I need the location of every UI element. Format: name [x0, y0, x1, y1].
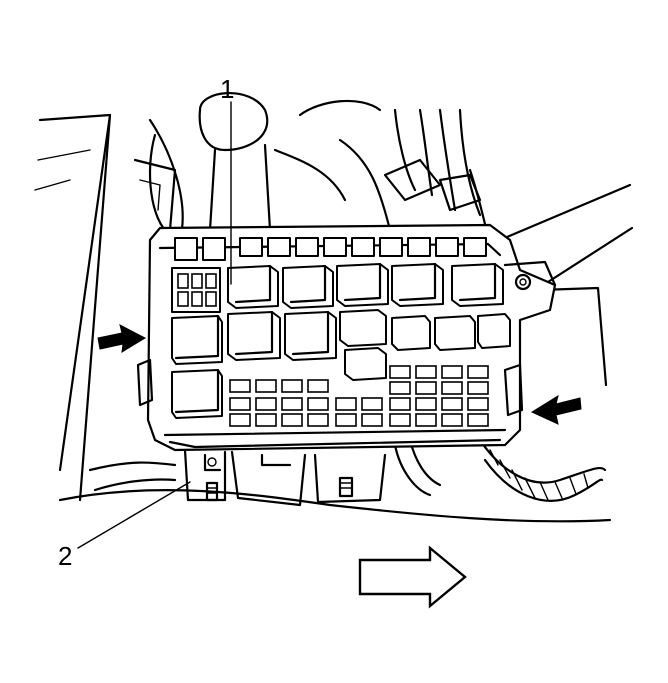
callout-2: 2: [58, 481, 191, 571]
mounting-bracket: [183, 448, 387, 507]
top-connector-row: [174, 237, 487, 261]
solid-arrow-icon: [97, 324, 147, 353]
callout-label-1: 1: [220, 74, 234, 104]
solid-arrow-icon: [530, 394, 582, 425]
lower-structure: [58, 461, 612, 523]
callout-1: 1: [220, 74, 234, 285]
wiring-harness: [393, 438, 607, 502]
callout-label-2: 2: [58, 541, 72, 571]
outline-arrow-icon: [358, 545, 467, 609]
relays: [171, 262, 511, 419]
background-structure: [34, 92, 634, 502]
left-mini-fuses: [171, 267, 221, 313]
mini-fuse-grid: [229, 365, 489, 427]
insertion-arrows: [97, 324, 582, 425]
